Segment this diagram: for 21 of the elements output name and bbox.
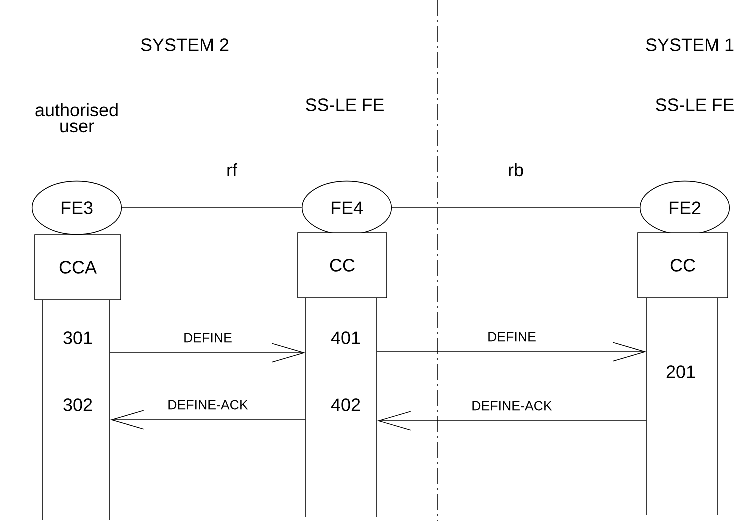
edge-label: DEFINE: [486, 331, 538, 343]
system-label: SYSTEM 2: [141, 38, 229, 52]
lifeline: 201: [646, 298, 718, 516]
message-arrow: [110, 343, 306, 363]
process-box: CC: [638, 232, 728, 298]
process-box: CC: [298, 232, 388, 298]
edge-label: DEFINE-ACK: [166, 398, 250, 412]
role-label: SS-LE FE: [306, 98, 384, 112]
role-label: authorised user: [36, 103, 118, 133]
edge-label: DEFINE: [182, 332, 234, 344]
message-arrow: [377, 411, 647, 431]
role-label: SS-LE FE: [656, 98, 734, 112]
edge-label: rf: [225, 162, 239, 178]
lifeline: 301 302: [42, 300, 110, 520]
lifeline: 401 402: [306, 298, 378, 518]
process-box: CCA: [34, 234, 122, 300]
system-label: SYSTEM 1: [646, 38, 734, 52]
edge-label: DEFINE-ACK: [470, 400, 554, 412]
edge-label: rb: [506, 162, 526, 178]
message-arrow: [110, 410, 306, 430]
message-arrow: [377, 342, 647, 362]
